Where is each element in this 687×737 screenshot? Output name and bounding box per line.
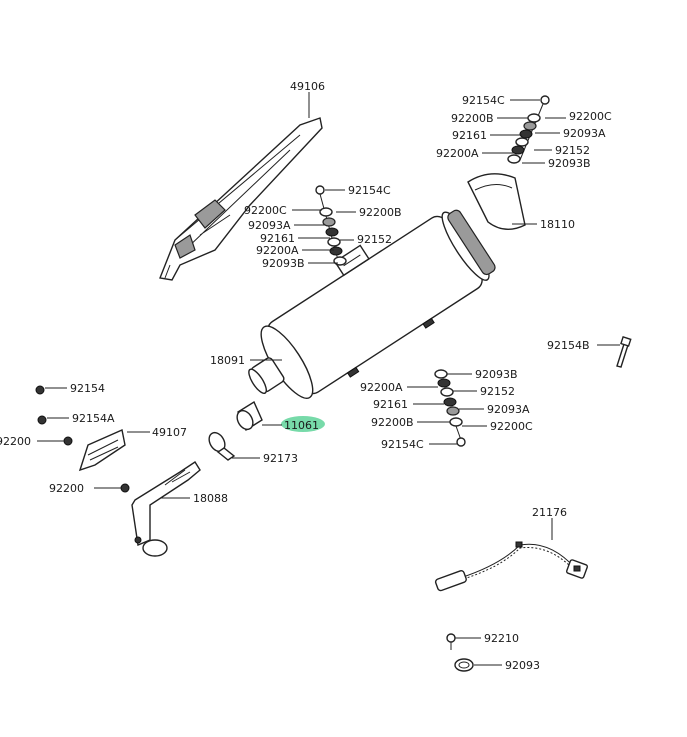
label-gasket[interactable]: 11061 (284, 419, 319, 432)
label-l-grommet-a[interactable]: 92093A (487, 403, 530, 416)
label-bolt[interactable]: 92154 (70, 382, 105, 395)
label-o2-sensor[interactable]: 21176 (532, 506, 567, 519)
label-r-collar[interactable]: 92161 (452, 129, 487, 142)
mount-stack-top (507, 95, 550, 164)
label-l-washer-a[interactable]: 92200A (360, 381, 403, 394)
sensor-hardware (446, 633, 474, 672)
label-clamp[interactable]: 92173 (263, 452, 298, 465)
label-r-grommet-b[interactable]: 92093B (548, 157, 591, 170)
label-m-washer-a[interactable]: 92200A (256, 244, 299, 257)
label-m-spacer[interactable]: 92152 (357, 233, 392, 246)
label-m-grommet-a[interactable]: 92093A (248, 219, 291, 232)
label-grommet[interactable]: 92093 (505, 659, 540, 672)
highlight-marker (281, 416, 325, 432)
heat-guard-part (159, 117, 323, 281)
label-r-grommet-a[interactable]: 92093A (563, 127, 606, 140)
label-l-bolt[interactable]: 92154C (381, 438, 424, 451)
label-bolt-b[interactable]: 92154B (547, 339, 590, 352)
label-m-bolt[interactable]: 92154C (348, 184, 391, 197)
label-exhaust-pipe[interactable]: 18088 (193, 492, 228, 505)
label-l-washer-b[interactable]: 92200B (371, 416, 414, 429)
muffler-part (248, 209, 496, 399)
label-m-washer-c[interactable]: 92200C (244, 204, 287, 217)
label-l-washer-c[interactable]: 92200C (490, 420, 533, 433)
o2-sensor-part (434, 541, 588, 592)
label-bolt-a[interactable]: 92154A (72, 412, 115, 425)
part-labels: 49106 92154C 92200B 92200C 92161 92093A … (0, 80, 612, 672)
label-washer-1[interactable]: 92200 (0, 435, 31, 448)
label-r-washer-c[interactable]: 92200C (569, 110, 612, 123)
label-pipe-cover[interactable]: 49107 (152, 426, 187, 439)
label-l-collar[interactable]: 92161 (373, 398, 408, 411)
label-m-grommet-b[interactable]: 92093B (262, 257, 305, 270)
label-l-spacer[interactable]: 92152 (480, 385, 515, 398)
label-m-collar[interactable]: 92161 (260, 232, 295, 245)
label-r-bolt[interactable]: 92154C (462, 94, 505, 107)
left-small-parts (35, 385, 263, 557)
label-l-grommet-b[interactable]: 92093B (475, 368, 518, 381)
label-r-washer-b[interactable]: 92200B (451, 112, 494, 125)
label-muffler[interactable]: 18091 (210, 354, 245, 367)
label-end-cover[interactable]: 18110 (540, 218, 575, 231)
label-bolt-sensor[interactable]: 92210 (484, 632, 519, 645)
label-washer-2[interactable]: 92200 (49, 482, 84, 495)
leader-lines (37, 92, 620, 666)
bolt-b-part (616, 336, 632, 368)
label-m-washer-b[interactable]: 92200B (359, 206, 402, 219)
label-r-washer-a[interactable]: 92200A (436, 147, 479, 160)
label-r-spacer[interactable]: 92152 (555, 144, 590, 157)
label-heat-guard[interactable]: 49106 (290, 80, 325, 93)
mount-stack-lower (434, 369, 466, 447)
end-cover-part (467, 173, 526, 230)
mount-stack-middle (315, 185, 347, 266)
